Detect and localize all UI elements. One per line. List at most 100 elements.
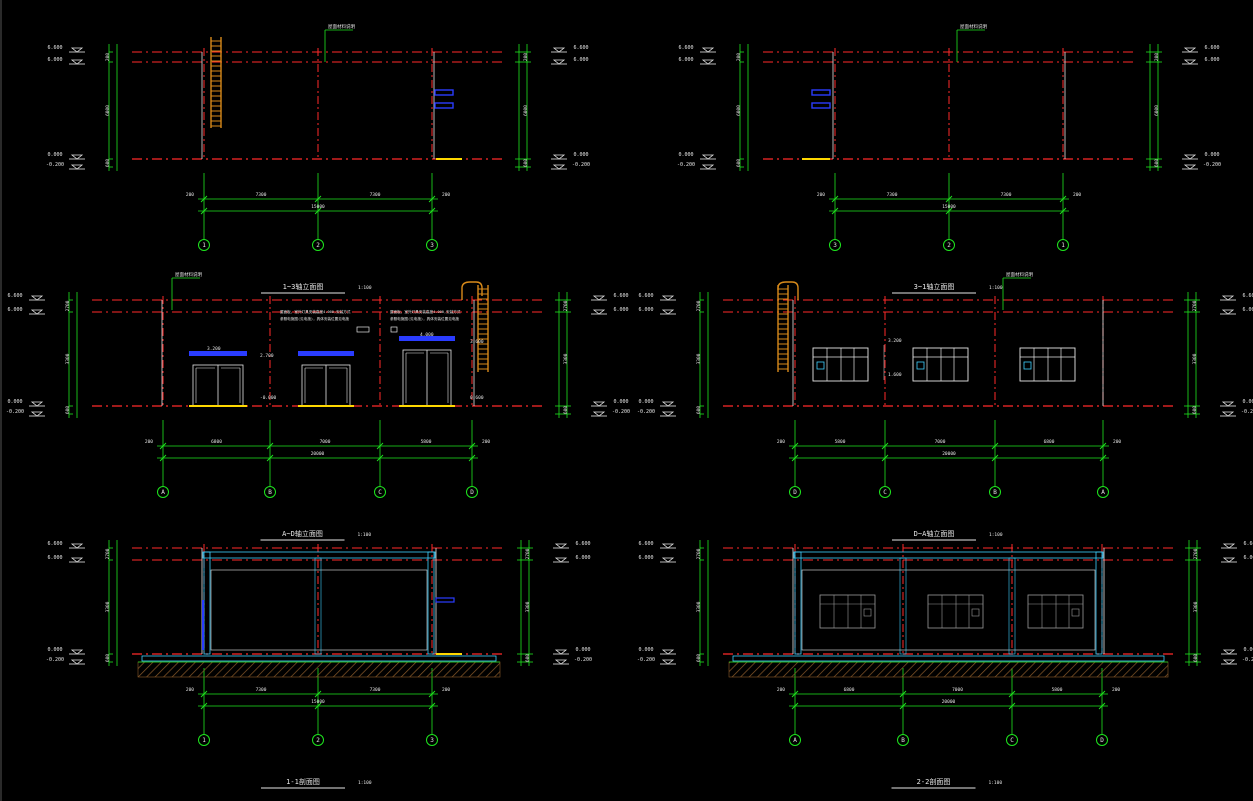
- dimension-total-value: 15000: [942, 204, 956, 210]
- axis-label: A: [793, 737, 797, 744]
- elevation-mark: 6.600: [591, 293, 629, 301]
- elevation-mark: 0.000: [47, 647, 85, 655]
- window-frame: [812, 347, 869, 382]
- axis-label: B: [268, 489, 272, 496]
- elevation-triangle: [1222, 543, 1236, 549]
- dimension-value: 7000: [952, 687, 963, 693]
- elevation-triangle: [554, 659, 568, 665]
- drawing-title: 2-2剖面图: [917, 777, 951, 786]
- side-dimension-value: 2700: [563, 300, 569, 311]
- elevation-mark: 6.600: [638, 293, 676, 301]
- elevation-mark: -0.200: [637, 409, 676, 417]
- axis-label: 2: [947, 242, 951, 249]
- door-elevation-mark: 0.600: [470, 395, 484, 401]
- lighting-note: 参照电施图(见电施)，具体安装位置见电施: [390, 316, 459, 321]
- dimension-tick: [159, 454, 167, 462]
- elevation-mark: -0.200: [553, 657, 592, 665]
- elevation-value: 6.600: [678, 45, 693, 51]
- elevation-mark: 6.600: [1182, 45, 1220, 53]
- panel-sect-2-2: 27003300600270033006006.6006.0000.000-0.…: [637, 540, 1253, 789]
- ladder-cage: [777, 281, 799, 300]
- side-dimension-value: 2700: [65, 300, 71, 311]
- dimension-tick: [1059, 207, 1067, 215]
- axis-bubble: [789, 734, 801, 746]
- elevation-triangle: [661, 411, 675, 417]
- axis-bubble: [312, 734, 324, 746]
- axis-bubble: [157, 486, 169, 498]
- window: [1019, 347, 1076, 382]
- elevation-value: 6.000: [1242, 307, 1253, 313]
- axis-bubble: [198, 734, 210, 746]
- ground-hatch: [728, 661, 1169, 678]
- elevation-value: 0.000: [638, 399, 653, 405]
- elevation-triangle: [592, 309, 606, 315]
- side-dimension-value: 600: [105, 159, 111, 167]
- elevation-triangle: [30, 401, 44, 407]
- axis-label: 1: [202, 737, 206, 744]
- dimension-tick: [376, 454, 384, 462]
- side-dimension-value: 3300: [563, 353, 569, 364]
- dimension-value: 200: [1112, 687, 1120, 693]
- axis-bubble: [198, 239, 210, 251]
- elevation-mark: 0.000: [47, 152, 85, 160]
- roof-access-ladder: [210, 37, 222, 128]
- dimension-tick: [200, 702, 208, 710]
- elevation-mark: 0.000: [638, 399, 676, 407]
- side-dimension-value: 2700: [105, 548, 111, 559]
- elevation-triangle: [554, 557, 568, 563]
- dimension-tick: [428, 690, 436, 698]
- window-frame: [912, 347, 969, 382]
- elevation-triangle: [70, 557, 84, 563]
- elevation-mark: -0.200: [1221, 657, 1253, 665]
- axis-label: 1: [202, 242, 206, 249]
- axis-bubble: [789, 486, 801, 498]
- elevation-mark: 6.600: [553, 541, 591, 549]
- interior-column: [1008, 557, 1016, 655]
- elevation-mark: 0.000: [7, 399, 45, 407]
- axis-bubble: [943, 239, 955, 251]
- dimension-value: 200: [186, 687, 194, 693]
- elevation-triangle: [554, 543, 568, 549]
- door-elevation-mark: 2.700: [260, 353, 274, 359]
- dimension-tick: [314, 195, 322, 203]
- panel-elev-A-D: 27003300600270033006006.6006.0000.000-0.…: [6, 271, 630, 541]
- side-dimension-value: 3300: [525, 601, 531, 612]
- axis-bubble: [1006, 734, 1018, 746]
- elevation-value: 6.000: [47, 555, 62, 561]
- door-elevation-mark: 4.000: [420, 332, 434, 338]
- axis-bubble: [426, 734, 438, 746]
- elevation-value: 6.000: [1204, 57, 1219, 63]
- elevation-value: 6.600: [575, 541, 590, 547]
- elevation-triangle: [30, 295, 44, 301]
- elevation-triangle: [661, 543, 675, 549]
- elevation-mark: 6.000: [1221, 555, 1253, 563]
- leader-note: 屋面材料说明: [960, 23, 987, 30]
- side-dimension-value: 200: [1154, 53, 1160, 61]
- elevation-value: 0.000: [638, 647, 653, 653]
- dimension-value: 7300: [1001, 192, 1012, 198]
- dimension-tick: [200, 207, 208, 215]
- dimension-tick: [314, 690, 322, 698]
- side-dimension-value: 3300: [696, 353, 702, 364]
- elevation-mark: -0.200: [46, 657, 85, 665]
- axis-bubble: [374, 486, 386, 498]
- leader-note: 屋面材料说明: [1006, 271, 1033, 278]
- elevation-value: -0.200: [46, 657, 64, 663]
- elevation-value: -0.200: [637, 657, 655, 663]
- dimension-value: 7300: [887, 192, 898, 198]
- side-dimension-value: 2700: [696, 548, 702, 559]
- panel-sect-1-1: 27003300600270033006006.6006.0000.000-0.…: [46, 540, 592, 789]
- axis-bubble: [312, 239, 324, 251]
- elevation-mark: 0.000: [1221, 647, 1253, 655]
- elevation-value: 0.000: [47, 152, 62, 158]
- elevation-triangle: [1221, 411, 1235, 417]
- elevation-triangle: [1221, 309, 1235, 315]
- elevation-mark: 6.000: [1220, 307, 1253, 315]
- elevation-value: -0.200: [1241, 409, 1253, 415]
- window-elevation-mark: 1.600: [888, 372, 902, 378]
- elevation-triangle: [1222, 649, 1236, 655]
- elevation-triangle: [592, 411, 606, 417]
- elevation-value: 0.000: [1204, 152, 1219, 158]
- roof-slab: [793, 551, 1104, 559]
